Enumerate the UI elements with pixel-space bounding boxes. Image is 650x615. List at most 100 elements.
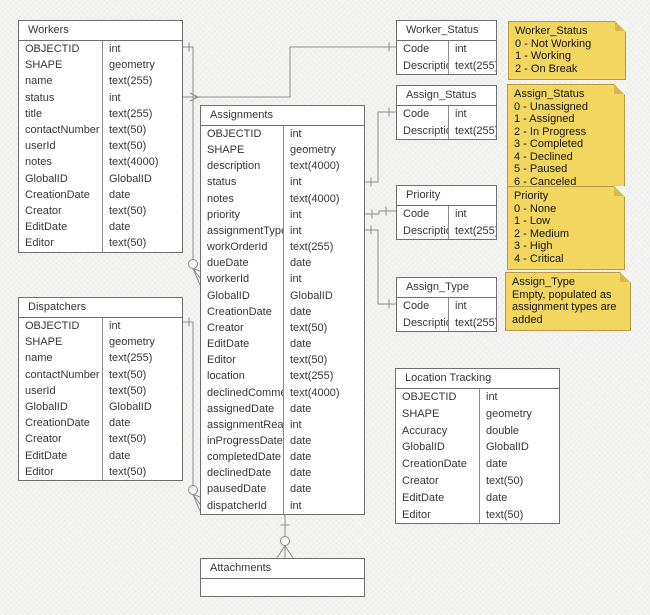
column-divider (102, 318, 103, 480)
note-text: 0 - None 1 - Low 2 - Medium 3 - High 4 -… (514, 202, 570, 265)
field-name: contactNumber (25, 368, 100, 381)
folded-corner-icon (620, 272, 631, 283)
field-type: int (290, 224, 302, 237)
field-type: text(255) (109, 107, 153, 120)
field-type: geometry (109, 336, 155, 349)
field-type: text(50) (486, 508, 524, 521)
field-type: text(255) (455, 316, 496, 329)
field-type: text(50) (109, 140, 147, 153)
field-name: notes (207, 192, 234, 205)
field-name: Code (403, 208, 430, 220)
column-divider (479, 389, 480, 524)
field-name: GlobalID (25, 172, 68, 185)
field-type: date (290, 305, 312, 318)
field-row: Description text(255) (397, 315, 496, 332)
field-name: Editor (25, 465, 54, 478)
connector-workers-objectid-to-assignments-workerid (183, 46, 194, 260)
field-name: Editor (25, 237, 54, 250)
field-name: Code (403, 300, 430, 312)
table-body (201, 579, 364, 596)
field-row: Descriptiontext(255) (397, 223, 496, 240)
field-type: int (290, 499, 302, 512)
field-name: Description (403, 316, 448, 329)
field-type: double (486, 424, 520, 437)
field-type: int (455, 43, 467, 55)
field-type: int (455, 208, 467, 220)
table-body: CodeintDescriptiontext(255) (397, 41, 496, 74)
entity-table-attachments: Attachments (200, 558, 365, 597)
note-text: 0 - Not Working 1 - Working 2 - On Break (515, 37, 592, 75)
field-type: text(50) (290, 354, 328, 367)
column-divider (102, 41, 103, 252)
field-type: date (109, 449, 131, 462)
field-name: Creator (402, 474, 439, 487)
field-name: assignmentType (207, 224, 283, 237)
field-type: int (290, 273, 302, 286)
field-type: date (290, 483, 312, 496)
column-divider (448, 298, 449, 331)
field-name: EditDate (25, 221, 68, 234)
column-divider (448, 106, 449, 139)
table-title-location-tracking: Location Tracking (396, 369, 559, 389)
field-type: int (109, 43, 121, 55)
field-type: geometry (290, 144, 336, 157)
connector-assignments-priority-to-priority-code (365, 210, 396, 215)
field-type: geometry (486, 407, 532, 420)
table-title-priority: Priority (397, 186, 496, 206)
field-type: text(50) (109, 433, 147, 446)
entity-table-assign-type: Assign_TypeCodeintDescription text(255) (396, 277, 497, 332)
field-type: text(255) (455, 224, 496, 237)
folded-corner-icon (614, 84, 625, 95)
field-name: GlobalID (25, 400, 68, 413)
field-name: Editor (402, 508, 431, 521)
field-name: Code (403, 43, 430, 55)
field-type: date (109, 188, 131, 201)
field-name: Creator (25, 433, 62, 446)
field-name: status (207, 176, 237, 189)
table-title-assign-type: Assign_Type (397, 278, 496, 298)
table-title-workers: Workers (19, 21, 182, 41)
field-type: int (455, 108, 467, 120)
field-name: declinedComment (207, 386, 283, 399)
table-title-assign-status: Assign_Status (397, 86, 496, 106)
crowfoot-marker (192, 494, 201, 512)
field-name: EditDate (402, 491, 445, 504)
field-name: CreationDate (402, 458, 467, 471)
field-type: int (486, 391, 498, 403)
column-divider (448, 41, 449, 74)
field-name: declinedDate (207, 467, 272, 480)
